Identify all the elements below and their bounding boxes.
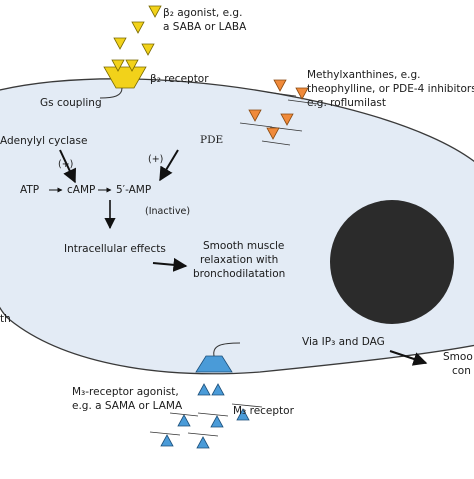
gs-coupling-line bbox=[99, 87, 123, 99]
effects-to-relaxation-arrow bbox=[152, 257, 188, 272]
left-edge-fragment: th bbox=[0, 313, 11, 325]
smooth-muscle-label-2: relaxation with bbox=[200, 254, 278, 266]
pathway-arrows bbox=[49, 149, 428, 366]
beta2-agonist-ligands bbox=[111, 5, 162, 72]
intracellular-effects-label: Intracellular effects bbox=[64, 243, 166, 255]
m3-receptor-shape bbox=[195, 355, 233, 373]
methylxanthines-label-2: theophylline, or PDE-4 inhibitors, bbox=[307, 83, 474, 95]
pde-ligand bbox=[266, 127, 280, 140]
stimulation-left-label: (+) bbox=[58, 159, 73, 170]
adenylyl-cyclase-label: Adenylyl cyclase bbox=[0, 135, 87, 147]
camp-label: cAMP bbox=[67, 184, 95, 196]
smooth-contraction-label-2: con bbox=[452, 365, 471, 377]
methylxanthines-label-1: Methylxanthines, e.g. bbox=[307, 69, 420, 81]
methylxanthines-label-3: e.g. roflumilast bbox=[307, 97, 386, 109]
m3-ligand bbox=[197, 383, 211, 396]
m3-ligand bbox=[210, 415, 224, 428]
gs-coupling-label: Gs coupling bbox=[40, 97, 102, 109]
pde-ligand bbox=[273, 79, 287, 92]
five-amp-label: 5′-AMP bbox=[116, 184, 151, 196]
beta2-ligand bbox=[148, 5, 162, 18]
beta2-agonist-label-2: a SABA or LABA bbox=[163, 21, 247, 33]
cell-nucleus bbox=[330, 200, 454, 324]
beta2-ligand bbox=[113, 37, 127, 50]
pde-inhibitor-ligands bbox=[239, 79, 319, 146]
stimulation-right-label: (+) bbox=[148, 154, 163, 165]
pde-ligand bbox=[280, 113, 294, 126]
m3-ligand bbox=[196, 436, 210, 449]
beta2-ligand bbox=[141, 43, 155, 56]
atp-label: ATP bbox=[20, 184, 39, 196]
m3-agonist-label-1: M₃-receptor agonist, bbox=[72, 386, 179, 398]
beta2-ligand bbox=[111, 59, 125, 72]
pde-arrow bbox=[159, 149, 179, 182]
beta2-ligand bbox=[125, 59, 139, 72]
inactive-label: (Inactive) bbox=[145, 206, 190, 217]
adenylyl-cyclase-arrow bbox=[59, 149, 76, 184]
smooth-muscle-label-3: bronchodilatation bbox=[193, 268, 285, 280]
beta2-ligand bbox=[131, 21, 145, 34]
m3-ligand bbox=[177, 414, 191, 427]
m3-coupling-line bbox=[213, 342, 241, 357]
m3-antagonist-ligands bbox=[149, 383, 263, 449]
m3-ligand bbox=[160, 434, 174, 447]
pde-label: PDE bbox=[200, 134, 223, 146]
beta2-receptor-label: β₂ receptor bbox=[150, 73, 209, 85]
pde-ligand bbox=[295, 87, 309, 100]
pde-ligand bbox=[248, 109, 262, 122]
via-ip3-dag-label: Via IP₃ and DAG bbox=[302, 336, 385, 348]
m3-ligand bbox=[211, 383, 225, 396]
beta2-agonist-label-1: β₂ agonist, e.g. bbox=[163, 7, 242, 19]
m3-agonist-label-2: e.g. a SAMA or LAMA bbox=[72, 400, 183, 412]
smooth-muscle-label-1: Smooth muscle bbox=[203, 240, 284, 252]
m3-receptor-label: M₃ receptor bbox=[233, 405, 295, 417]
smooth-contraction-label-1: Smoo bbox=[443, 351, 473, 363]
ip3-to-contraction-arrow bbox=[389, 350, 428, 366]
m3-ligand bbox=[236, 408, 250, 421]
